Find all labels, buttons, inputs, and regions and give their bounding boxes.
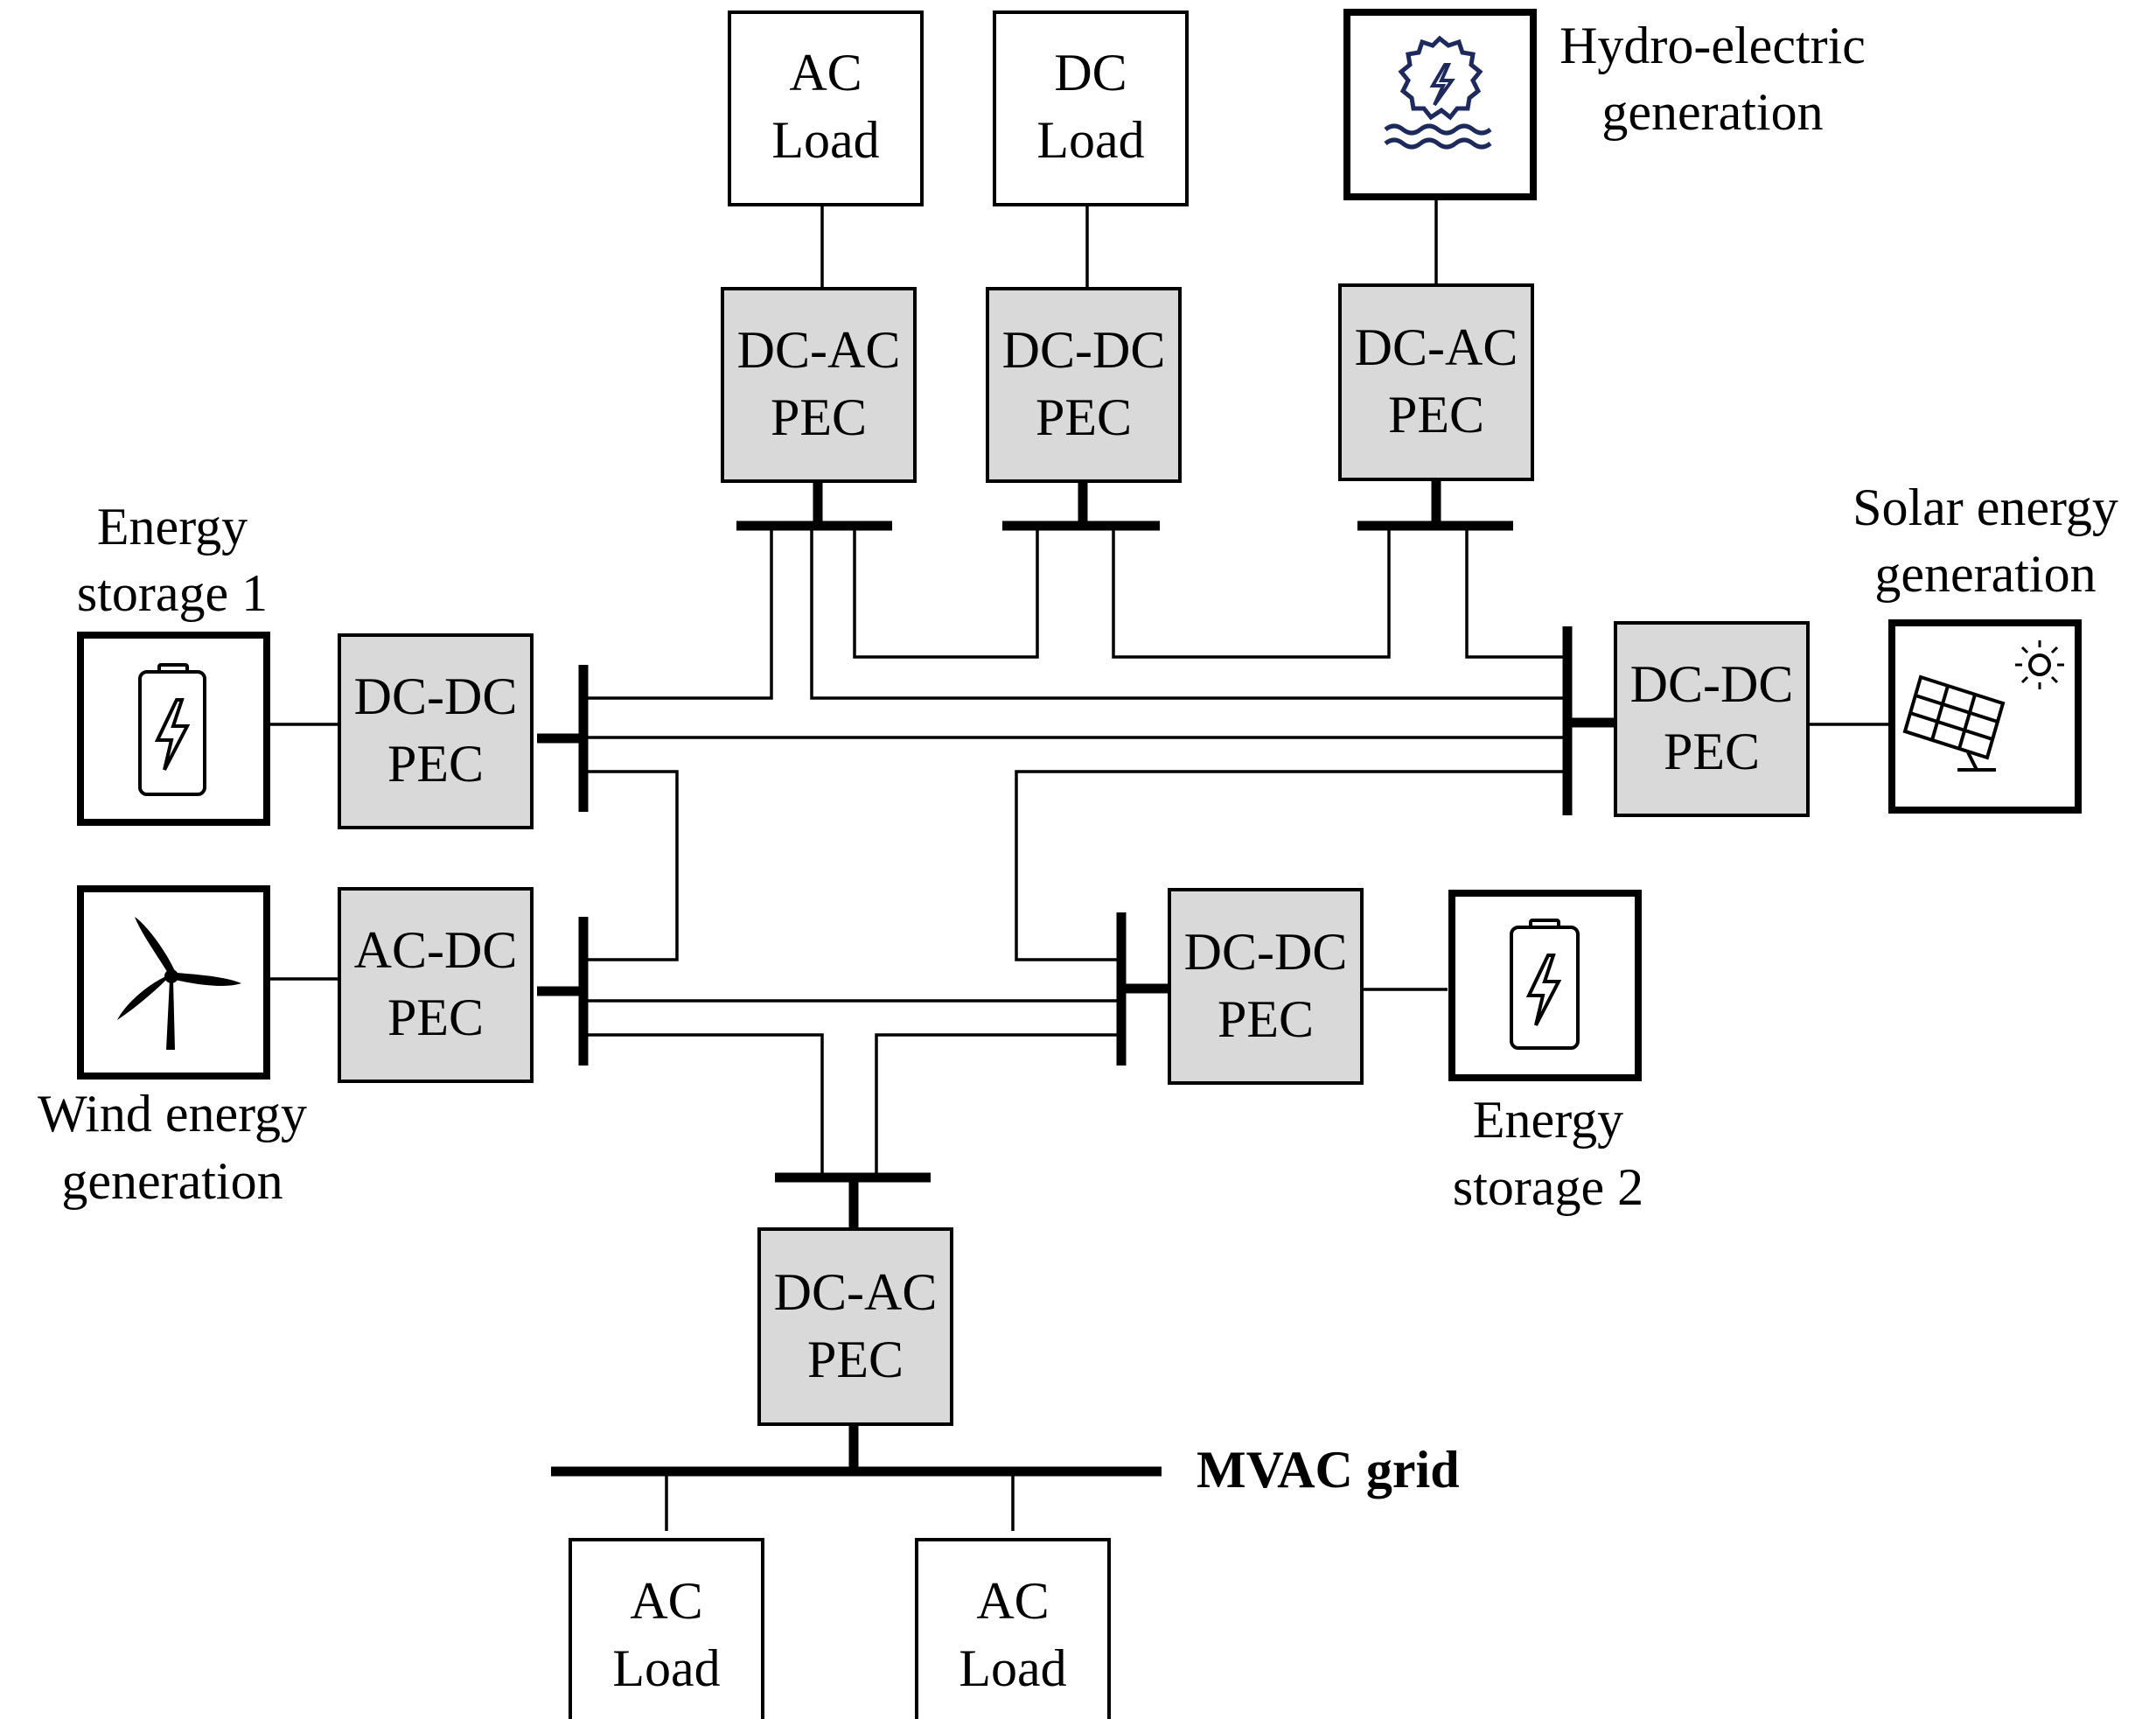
converter-type: DC-DC (1184, 923, 1348, 981)
converter-pec: PEC (1664, 723, 1760, 780)
converter-dc-dc-solar: DC-DC PEC (1614, 621, 1810, 817)
converter-ac-dc-wind: AC-DC PEC (338, 887, 534, 1083)
solar-label-line2: generation (1874, 545, 2096, 603)
hydro-label-line1: Hydro-electric (1559, 17, 1866, 74)
converter-pec: PEC (387, 735, 484, 793)
converter-pec: PEC (1218, 990, 1314, 1048)
converter-dc-dc-storage2: DC-DC PEC (1168, 888, 1364, 1085)
dc-load-line1: DC (1054, 44, 1127, 101)
converter-pec: PEC (1036, 388, 1132, 446)
ac-load-line1: AC (976, 1572, 1049, 1630)
converter-type: DC-AC (737, 321, 901, 379)
wind-label-line1: Wind energy (38, 1085, 307, 1143)
hydro-source (1343, 9, 1537, 200)
converter-type: DC-DC (1002, 321, 1166, 379)
storage2-label-line2: storage 2 (1453, 1158, 1643, 1216)
dc-load-line2: Load (1036, 111, 1144, 169)
converter-pec: PEC (771, 388, 867, 446)
connection-wires (268, 199, 1889, 1531)
ac-load-line1: AC (789, 44, 862, 101)
battery-icon (1510, 919, 1580, 1050)
dc-load-top: DC Load (993, 10, 1189, 206)
mvac-grid-label: MVAC grid (1197, 1441, 1460, 1499)
hydro-turbine-icon (1384, 35, 1492, 150)
storage1-label-line1: Energy (97, 498, 248, 556)
ac-load-line1: AC (630, 1572, 702, 1630)
ac-load-top: AC Load (728, 10, 924, 206)
solar-label-line1: Solar energy (1852, 479, 2118, 536)
ac-load-bottom-1: AC Load (569, 1538, 764, 1719)
solar-panel-icon (1902, 640, 2064, 772)
converter-dc-dc-top: DC-DC PEC (986, 287, 1182, 483)
converter-type: DC-AC (1355, 318, 1518, 376)
battery-icon (138, 663, 206, 796)
ac-load-line2: Load (959, 1639, 1066, 1697)
hydro-label-line2: generation (1601, 83, 1823, 141)
converter-dc-ac-top: DC-AC PEC (721, 287, 917, 483)
converter-pec: PEC (387, 989, 484, 1046)
ac-load-line2: Load (771, 111, 879, 169)
solar-source (1888, 619, 2082, 814)
storage2-label-line1: Energy (1473, 1091, 1623, 1149)
wind-source (77, 885, 270, 1080)
converter-type: DC-AC (774, 1263, 938, 1321)
converter-dc-dc-storage1: DC-DC PEC (338, 633, 534, 829)
converter-pec: PEC (1388, 386, 1484, 444)
converter-dc-ac-hydro: DC-AC PEC (1338, 283, 1534, 481)
storage1-label-line2: storage 1 (77, 564, 268, 622)
wind-label-line2: generation (61, 1152, 283, 1210)
converter-type: DC-DC (354, 667, 518, 725)
converter-type: DC-DC (1630, 655, 1794, 713)
bus-bars (537, 479, 1615, 1477)
converter-type: AC-DC (354, 921, 518, 979)
storage1-source (77, 632, 270, 826)
converter-pec: PEC (807, 1331, 904, 1388)
ac-load-bottom-2: AC Load (915, 1538, 1111, 1719)
ac-load-line2: Load (612, 1639, 720, 1697)
storage2-source (1448, 890, 1642, 1081)
converter-dc-ac-grid: DC-AC PEC (757, 1227, 953, 1426)
wind-turbine-icon (117, 917, 241, 1050)
